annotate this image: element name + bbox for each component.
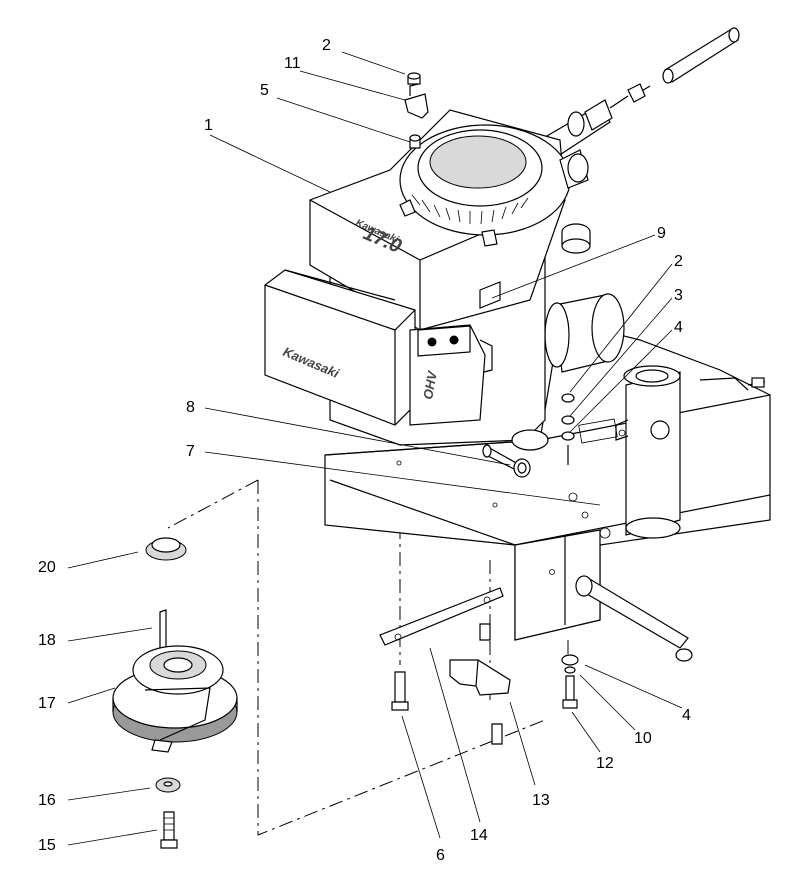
leader-lines <box>67 51 683 846</box>
callout-14: 14 <box>470 827 488 844</box>
starter-vents <box>411 194 529 225</box>
callout-5: 5 <box>260 82 269 99</box>
callout-15: 15 <box>38 837 56 854</box>
mounting-plate <box>379 587 504 646</box>
right-washers <box>561 393 575 465</box>
callout-10: 10 <box>634 730 652 747</box>
callout-labels: 1 2 11 5 9 2 3 4 8 7 20 18 17 16 15 6 14… <box>38 37 691 864</box>
callout-6: 6 <box>436 847 445 864</box>
callout-1: 1 <box>204 117 213 134</box>
callout-9: 9 <box>657 225 666 242</box>
callout-2-top: 2 <box>322 37 331 54</box>
fuel-line <box>539 27 740 161</box>
muffler <box>615 365 681 539</box>
bolts <box>391 623 579 745</box>
callout-20: 20 <box>38 559 56 576</box>
engine: OHV Kawasaki Kawasaki 17.0 <box>264 109 591 451</box>
hose-clamp <box>482 444 531 478</box>
callout-13: 13 <box>532 792 550 809</box>
callout-4-bottom: 4 <box>682 707 691 724</box>
callout-2-right: 2 <box>674 253 683 270</box>
ohv-label: OHV <box>420 369 440 401</box>
callout-8: 8 <box>186 399 195 416</box>
axle-shaft <box>575 575 693 662</box>
bracket <box>449 659 511 696</box>
air-filter <box>544 293 625 373</box>
clutch-assembly <box>112 537 238 849</box>
callout-4-right: 4 <box>674 319 683 336</box>
callout-7: 7 <box>186 443 195 460</box>
callout-16: 16 <box>38 792 56 809</box>
callout-11: 11 <box>284 55 301 72</box>
callout-12: 12 <box>596 755 614 772</box>
callout-3: 3 <box>674 287 683 304</box>
top-hardware <box>404 72 429 149</box>
callout-18: 18 <box>38 632 56 649</box>
callout-17: 17 <box>38 695 56 712</box>
